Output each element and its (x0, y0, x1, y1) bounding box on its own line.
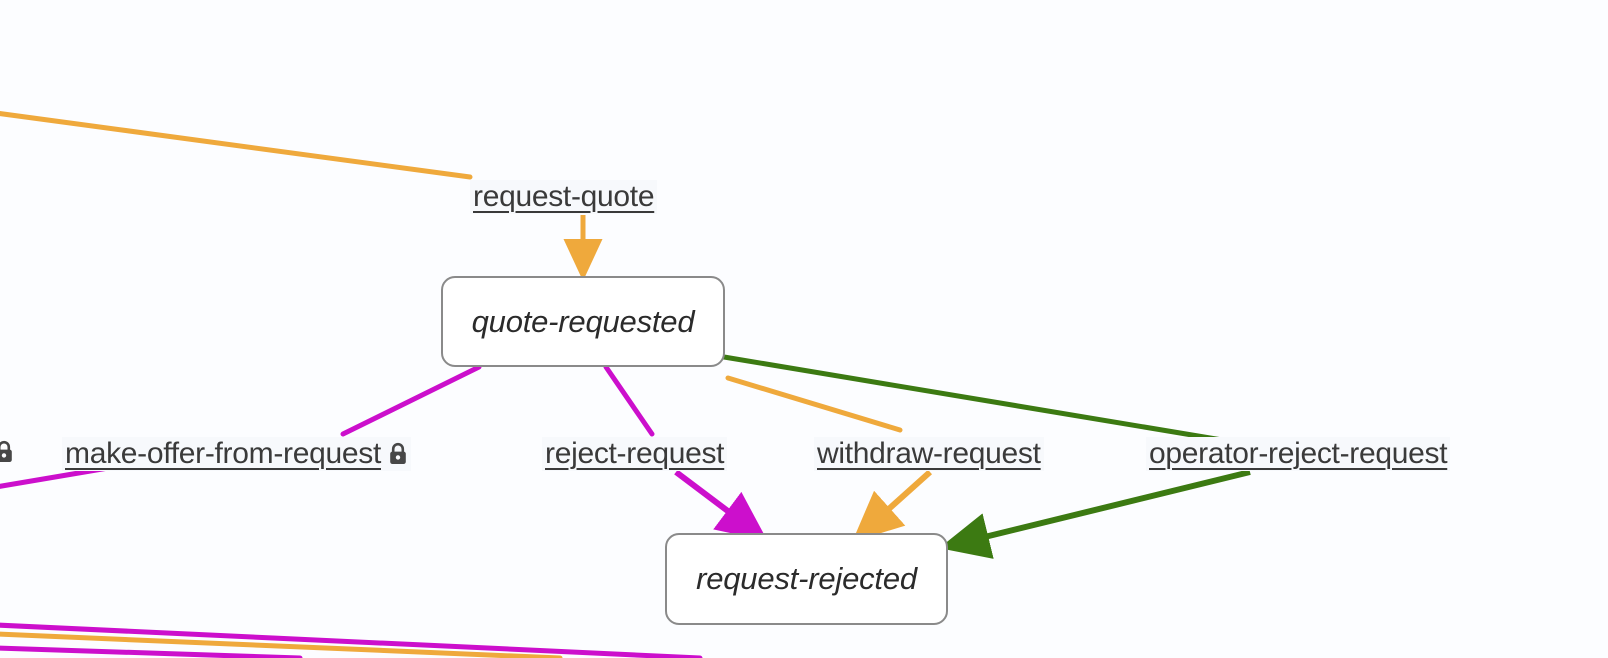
lock-icon (388, 442, 408, 466)
edge-withdraw-request-to-request-rejected (852, 469, 933, 542)
transition-label-text: make-offer-from-request (65, 437, 381, 470)
edge-quote-requested-to-withdraw-request (725, 375, 903, 433)
transition-label-text: request-quote (473, 180, 655, 213)
edge-offcanvas-orange-lower (0, 631, 563, 658)
edge-offcanvas-magenta-upper (0, 622, 703, 658)
state-node-label: quote-requested (471, 303, 695, 339)
state-node-label: request-rejected (696, 561, 917, 596)
state-node-request-rejected[interactable]: request-rejected (665, 533, 948, 625)
edge-operator-reject-to-request-rejected (939, 469, 1251, 559)
edge-quote-requested-to-make-offer (340, 364, 482, 437)
transition-label-operator-reject-request[interactable]: operator-reject-request (1146, 437, 1451, 471)
transition-label-make-offer-from-request[interactable]: make-offer-from-request (62, 437, 411, 471)
lock-icon (0, 440, 14, 464)
transition-label-text: operator-reject-request (1149, 437, 1448, 470)
edge-offcanvas-magenta-lower (0, 645, 303, 658)
edge-quote-requested-to-operator-reject (721, 354, 1243, 446)
transition-label-text: reject-request (545, 437, 725, 470)
transition-label-request-quote[interactable]: request-quote (470, 180, 658, 214)
transition-label-withdraw-request[interactable]: withdraw-request (814, 437, 1044, 471)
transition-label-reject-request[interactable]: reject-request (542, 437, 728, 471)
edge-reject-request-to-request-rejected (674, 469, 768, 541)
edge-quote-requested-to-reject-request (603, 364, 655, 437)
state-node-quote-requested[interactable]: quote-requested (441, 276, 725, 367)
transition-label-text: withdraw-request (817, 437, 1041, 470)
edge-incoming-request-quote (0, 111, 473, 180)
